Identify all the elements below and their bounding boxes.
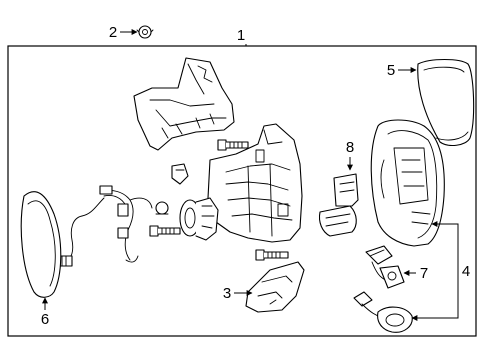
callout-7: 7 xyxy=(420,265,428,282)
callout-3: 3 xyxy=(223,285,231,302)
turn-signal-lamp xyxy=(353,291,413,333)
callout-6: 6 xyxy=(41,311,49,328)
callout-8: 8 xyxy=(346,139,354,156)
screw-upper xyxy=(217,139,249,151)
screw-middle xyxy=(149,225,181,237)
upper-bracket xyxy=(133,57,235,151)
part-5-mirror-cap xyxy=(417,58,475,147)
mirror-motor xyxy=(179,197,219,241)
callout-5: 5 xyxy=(387,62,395,79)
assembly-frame xyxy=(7,45,477,337)
callout-4: 4 xyxy=(462,263,470,280)
small-clip-upper xyxy=(171,163,189,185)
part-2-clip xyxy=(136,25,154,39)
leader-4 xyxy=(446,223,459,319)
callout-2: 2 xyxy=(109,24,117,41)
small-clip-lower xyxy=(155,201,169,215)
mirror-housing xyxy=(370,119,445,247)
part-8-bracket xyxy=(318,173,359,237)
callout-1: 1 xyxy=(237,27,245,44)
screw-lower xyxy=(255,249,289,261)
part-3-lower-cover xyxy=(245,261,305,313)
part-6-mirror-glass xyxy=(20,191,62,298)
part-7-lamp-socket xyxy=(365,245,405,289)
wire-harness xyxy=(57,185,153,267)
mirror-actuator-base xyxy=(207,123,303,243)
